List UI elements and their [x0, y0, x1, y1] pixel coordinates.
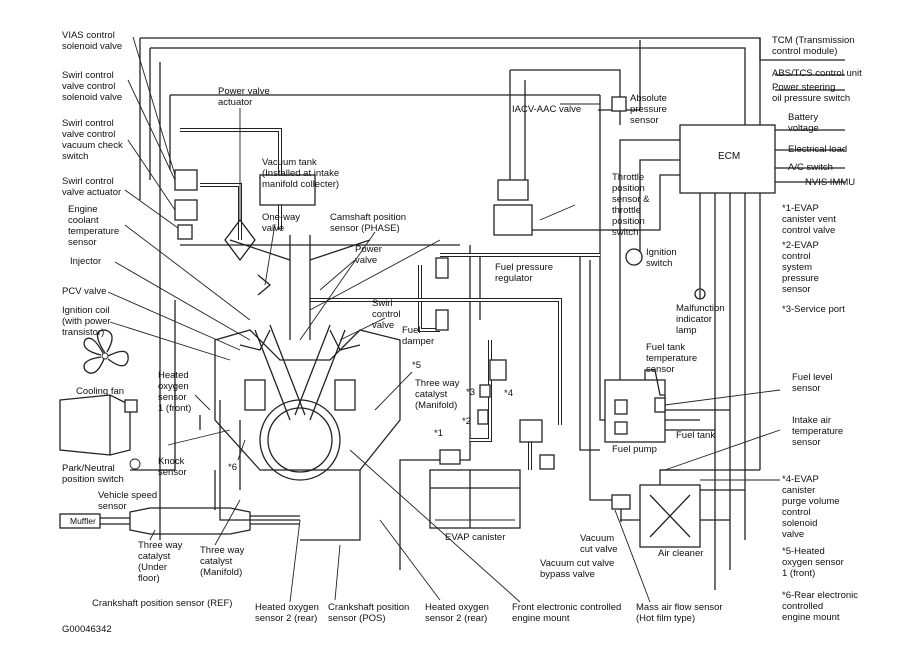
label-fuel-tank-temperature-sensor: Fuel tank temperature sensor: [646, 342, 698, 375]
label-muffler: Muffler: [70, 516, 96, 526]
label-swirl-control-valve-actuator: Swirl control valve actuator: [62, 176, 122, 198]
ecm-box: [679, 124, 776, 194]
label-power-steering-switch: Power steering oil pressure switch: [772, 82, 851, 104]
label-heated-oxygen-sensor-1-front: Heated oxygen sensor 1 (front): [158, 370, 192, 414]
label-star1-marker: *1: [434, 428, 443, 439]
note-star3-service-port: *3-Service port: [782, 304, 845, 315]
note-star5-heated-oxygen-sensor: *5-Heated oxygen sensor 1 (front): [782, 546, 844, 579]
label-engine-coolant-temp-sensor: Engine coolant temperature sensor: [68, 204, 120, 248]
label-power-valve: Power valve: [355, 244, 382, 266]
evap-canister: [429, 469, 521, 529]
label-one-way-valve: One-way valve: [262, 212, 301, 234]
label-power-valve-actuator: Power valve actuator: [218, 86, 270, 108]
label-star3-marker: *3: [466, 387, 475, 398]
label-swirl-control-solenoid-valve: Swirl control valve control solenoid val…: [62, 70, 123, 103]
note-star2-evap-pressure-sensor: *2-EVAP control system pressure sensor: [782, 240, 819, 295]
label-intake-air-temperature-sensor: Intake air temperature sensor: [792, 415, 844, 448]
label-fuel-pressure-regulator: Fuel pressure regulator: [495, 262, 554, 284]
label-throttle-position-sensor: Throttle position sensor & throttle posi…: [612, 172, 650, 238]
label-pcv-valve: PCV valve: [62, 286, 107, 297]
air-cleaner: [611, 469, 701, 548]
label-abs-tcs-control-unit: ABS/TCS control unit: [772, 68, 862, 79]
label-evap-canister: EVAP canister: [445, 532, 506, 543]
label-fuel-tank: Fuel tank: [676, 430, 716, 441]
label-vias-control-solenoid-valve: VIAS control solenoid valve: [62, 30, 123, 52]
label-crankshaft-position-sensor-ref: Crankshaft position sensor (REF): [92, 598, 233, 609]
label-park-neutral-switch: Park/Neutral position switch: [62, 463, 124, 485]
label-fuel-damper: Fuel damper: [402, 325, 435, 347]
label-three-way-catalyst-manifold: Three way catalyst (Manifold): [415, 378, 460, 411]
label-tcm: TCM (Transmission control module): [772, 35, 855, 57]
label-iacv-aac-valve: IACV-AAC valve: [512, 104, 582, 115]
label-ignition-coil: Ignition coil (with power transistor): [62, 305, 111, 338]
intake-system: [435, 96, 627, 470]
label-three-way-catalyst-manifold-bottom: Three way catalyst (Manifold): [200, 545, 245, 578]
figure-id: G00046342: [62, 624, 112, 635]
ignition-and-mil: [625, 248, 706, 300]
label-injector: Injector: [70, 256, 102, 267]
label-star2-marker: *2: [462, 416, 471, 427]
label-vehicle-speed-sensor: Vehicle speed sensor: [98, 490, 158, 512]
label-ecm: ECM: [718, 151, 741, 162]
label-electrical-load: Electrical load: [788, 144, 848, 155]
label-crankshaft-position-sensor-pos: Crankshaft position sensor (POS): [328, 602, 410, 624]
label-vacuum-cut-valve-bypass: Vacuum cut valve bypass valve: [540, 558, 615, 580]
label-air-cleaner: Air cleaner: [658, 548, 704, 559]
label-star4-marker: *4: [504, 388, 513, 399]
label-star5-marker: *5: [412, 360, 421, 371]
label-battery-voltage: Battery voltage: [788, 112, 819, 134]
label-front-engine-mount: Front electronic controlled engine mount: [512, 602, 622, 624]
label-heated-oxygen-sensor-2-rear-right: Heated oxygen sensor 2 (rear): [425, 602, 489, 624]
note-star4-purge-volume-valve: *4-EVAP canister purge volume control so…: [782, 474, 840, 540]
label-vacuum-cut-valve: Vacuum cut valve: [580, 533, 618, 555]
engine-block: [214, 235, 401, 481]
label-swirl-control-valve: Swirl control valve: [372, 298, 401, 331]
leader-lines: [107, 36, 781, 603]
cooling-fan: [83, 329, 129, 374]
transmission: [59, 394, 141, 470]
label-fuel-level-sensor: Fuel level sensor: [792, 372, 833, 394]
label-cooling-fan: Cooling fan: [76, 386, 125, 397]
hoses: [180, 128, 600, 470]
label-fuel-pump: Fuel pump: [612, 444, 657, 455]
solenoid-valves: [174, 169, 316, 296]
label-vacuum-tank: Vacuum tank (Installed at intake manifol…: [262, 157, 340, 190]
label-heated-oxygen-sensor-2-rear-left: Heated oxygen sensor 2 (rear): [255, 602, 319, 624]
label-nvis-immu: NVIS IMMU: [805, 177, 856, 188]
note-star1-evap-vent-valve: *1-EVAP canister vent control valve: [782, 203, 836, 236]
fuel-tank: [604, 369, 666, 443]
label-knock-sensor: Knock sensor: [158, 456, 187, 478]
label-mass-air-flow-sensor: Mass air flow sensor (Hot film type): [636, 602, 723, 624]
label-malfunction-indicator-lamp: Malfunction indicator lamp: [676, 303, 725, 336]
label-swirl-vacuum-check-switch: Swirl control valve control vacuum check…: [62, 118, 123, 162]
label-absolute-pressure-sensor: Absolute pressure sensor: [630, 93, 667, 126]
label-camshaft-position-sensor: Camshaft position sensor (PHASE): [330, 212, 407, 234]
label-ignition-switch: Ignition switch: [646, 247, 677, 269]
note-star6-rear-engine-mount: *6-Rear electronic controlled engine mou…: [782, 590, 859, 623]
label-star6-marker: *6: [228, 462, 237, 473]
label-ac-switch: A/C switch: [788, 162, 833, 173]
label-three-way-catalyst-underfloor: Three way catalyst (Under floor): [138, 540, 183, 584]
exhaust-system: [59, 470, 361, 541]
